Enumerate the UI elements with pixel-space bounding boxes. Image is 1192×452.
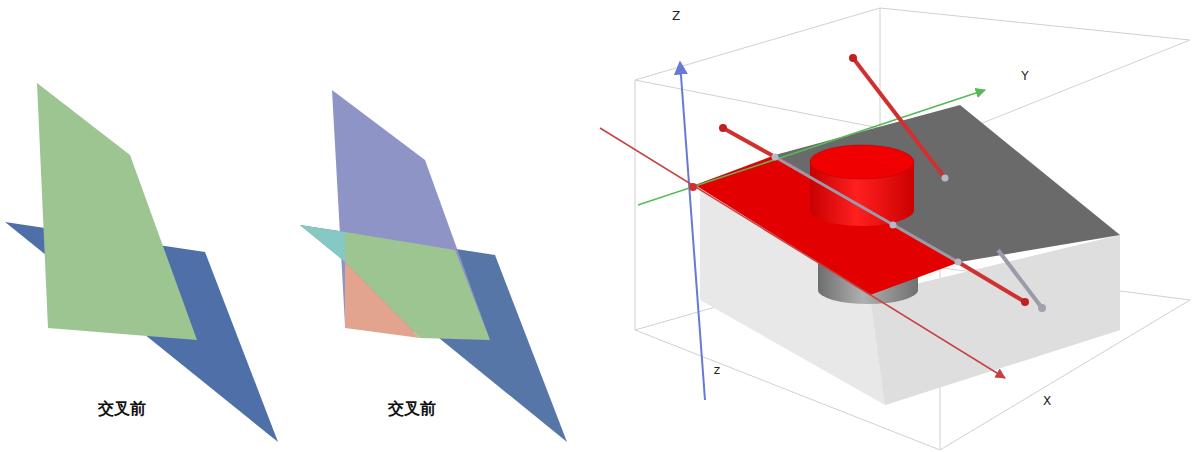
rod-point bbox=[942, 175, 949, 182]
scene-3d bbox=[600, 8, 1190, 450]
lavender-plane bbox=[332, 90, 490, 340]
rod-end bbox=[849, 54, 857, 62]
planes-panel-1 bbox=[5, 83, 278, 442]
cylinder-bottom bbox=[810, 194, 914, 226]
salmon-region bbox=[345, 262, 420, 338]
rod-segment bbox=[958, 262, 1025, 302]
rod-end bbox=[1038, 304, 1046, 312]
green-plane bbox=[37, 83, 197, 340]
axis-label: Z bbox=[671, 10, 681, 24]
rod-2 bbox=[849, 54, 1046, 312]
rod-point bbox=[890, 222, 897, 229]
panel-caption: 交叉前 bbox=[98, 400, 146, 418]
rod-end bbox=[1021, 298, 1029, 306]
bounding-box bbox=[635, 8, 1190, 450]
axis-label: z bbox=[713, 364, 721, 378]
x-axis bbox=[600, 128, 1005, 378]
cylinder-top bbox=[810, 145, 914, 179]
box-edge bbox=[635, 8, 1190, 80]
teal-region bbox=[300, 225, 345, 262]
rod-point bbox=[955, 259, 962, 266]
panel-caption: 交叉前 bbox=[388, 400, 436, 418]
rod-segment bbox=[723, 128, 775, 157]
rod-point bbox=[772, 154, 779, 161]
planes-panel-2 bbox=[300, 90, 567, 442]
green-region bbox=[345, 232, 490, 340]
z-axis bbox=[680, 62, 705, 400]
red-plane-half bbox=[695, 155, 960, 295]
blue-plane bbox=[300, 225, 567, 442]
axis-label: X bbox=[1042, 395, 1052, 409]
rod-segment bbox=[775, 157, 958, 262]
origin-dot bbox=[689, 183, 697, 191]
axis-label: Y bbox=[1020, 70, 1029, 84]
box-edge bbox=[635, 80, 636, 330]
rod-end bbox=[719, 124, 727, 132]
rod-segment bbox=[853, 58, 945, 178]
rod-1 bbox=[719, 124, 1029, 306]
rod-segment bbox=[998, 250, 1042, 308]
